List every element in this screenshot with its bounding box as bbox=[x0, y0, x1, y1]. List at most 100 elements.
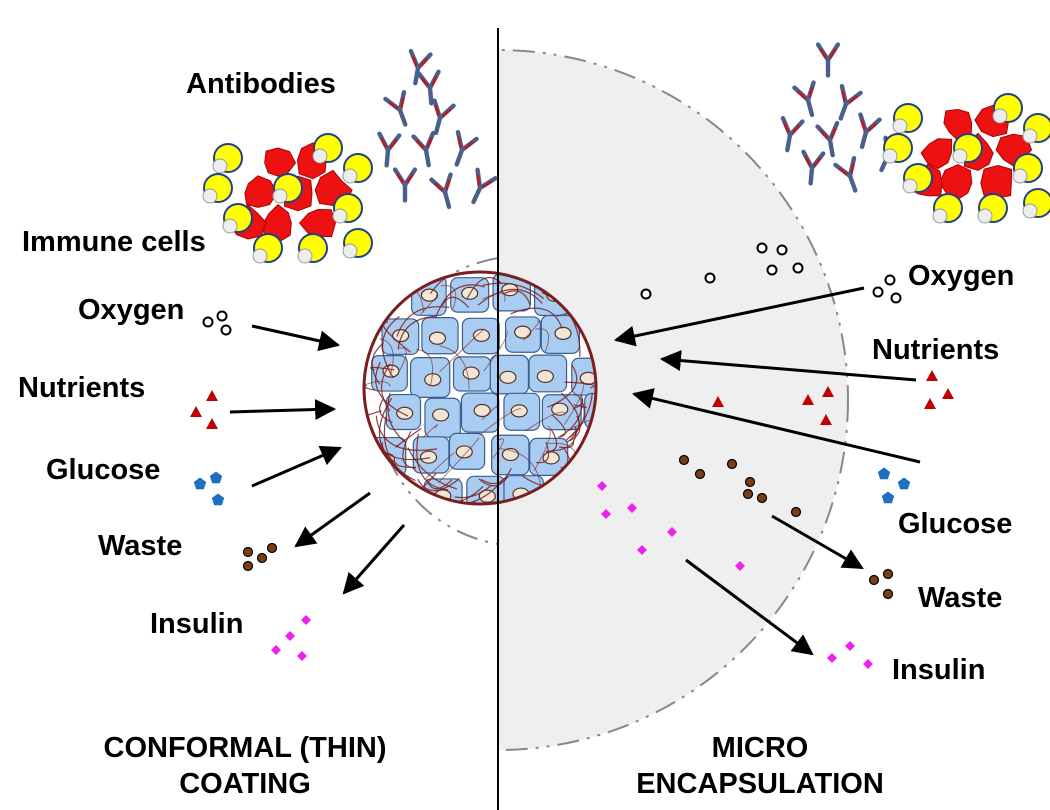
caption-left: CONFORMAL (THIN) COATING bbox=[40, 730, 450, 803]
nutrient-triangle-icon bbox=[802, 394, 814, 405]
antibody-icon bbox=[392, 167, 418, 203]
antibody-icon bbox=[408, 48, 433, 86]
insulin-diamond-icon bbox=[271, 645, 281, 655]
label-waste-left: Waste bbox=[98, 530, 183, 562]
oxygen-bubble-icon bbox=[884, 274, 896, 286]
nutrient-arrow-left bbox=[229, 399, 337, 421]
antibody-icon bbox=[858, 112, 882, 150]
glucose-pentagon-icon bbox=[209, 471, 223, 484]
insulin-diamond-icon bbox=[297, 651, 307, 661]
insulin-diamond-icon bbox=[597, 481, 607, 491]
oxygen-bubble-icon bbox=[640, 288, 652, 300]
label-insulin-left: Insulin bbox=[150, 608, 244, 640]
insulin-diamond-icon bbox=[601, 509, 611, 519]
insulin-diamond-icon bbox=[627, 503, 637, 513]
waste-dot-icon bbox=[790, 506, 802, 518]
oxygen-bubble-icon bbox=[872, 286, 884, 298]
label-antibodies: Antibodies bbox=[186, 68, 336, 100]
oxygen-bubble-icon bbox=[890, 292, 902, 304]
microcapsule bbox=[498, 49, 849, 751]
antibody-icon bbox=[432, 98, 456, 136]
label-oxygen-left: Oxygen bbox=[78, 294, 185, 326]
antibody-icon bbox=[801, 149, 826, 186]
oxygen-arrow-left bbox=[251, 324, 341, 352]
insulin-diamond-icon bbox=[845, 641, 855, 651]
oxygen-bubble-icon bbox=[766, 264, 778, 276]
insulin-arrow-left bbox=[342, 524, 406, 595]
nutrient-triangle-icon bbox=[206, 418, 218, 429]
antibody-icon bbox=[780, 115, 805, 153]
insulin-diamond-icon bbox=[271, 481, 873, 669]
caption-right: MICRO ENCAPSULATION bbox=[590, 730, 930, 803]
label-nutrients-left: Nutrients bbox=[18, 372, 146, 404]
antibody-icon bbox=[416, 69, 441, 106]
insulin-diamond-icon bbox=[637, 545, 647, 555]
nutrient-triangle-icon bbox=[190, 406, 202, 417]
antibody-icon bbox=[833, 155, 858, 193]
antibody-icon bbox=[838, 83, 863, 121]
antibody-icon bbox=[383, 89, 408, 127]
nutrient-triangle-icon bbox=[820, 414, 832, 425]
oxygen-arrow-right bbox=[613, 286, 865, 347]
glucose-arrow-left bbox=[251, 445, 342, 488]
oxygen-bubble-icon bbox=[776, 244, 788, 256]
oxygen-bubble-icon bbox=[202, 242, 902, 336]
waste-dot-icon bbox=[726, 458, 738, 470]
oxygen-bubble-icon bbox=[792, 262, 804, 274]
insulin-diamond-icon bbox=[301, 615, 311, 625]
antibody-icon bbox=[792, 80, 816, 118]
label-glucose-right: Glucose bbox=[898, 508, 1013, 540]
insulin-diamond-icon bbox=[827, 653, 837, 663]
antibody-icon bbox=[815, 42, 841, 78]
insulin-diamond-icon bbox=[735, 561, 745, 571]
oxygen-bubble-icon bbox=[704, 272, 716, 284]
immune-cell-icon bbox=[202, 133, 373, 264]
antibody-icon bbox=[377, 131, 402, 168]
glucose-pentagon-icon bbox=[897, 477, 911, 490]
nutrient-triangle-icon bbox=[924, 398, 936, 409]
label-immune-cells: Immune cells bbox=[22, 226, 206, 258]
insulin-diamond-icon bbox=[285, 631, 295, 641]
waste-dot-icon bbox=[242, 546, 254, 558]
nutrient-arrow-right bbox=[659, 350, 917, 382]
nutrient-triangle-icon bbox=[206, 390, 218, 401]
label-nutrients-right: Nutrients bbox=[872, 334, 1000, 366]
nutrient-triangle-icon bbox=[822, 386, 834, 397]
caption-right-line2: ENCAPSULATION bbox=[636, 768, 884, 801]
waste-dot-icon bbox=[694, 468, 706, 480]
waste-dot-icon bbox=[266, 542, 278, 554]
glucose-pentagon-icon bbox=[881, 491, 895, 504]
glucose-pentagon-icon bbox=[193, 477, 207, 490]
oxygen-bubble-icon bbox=[202, 316, 214, 328]
antibody-icon bbox=[377, 48, 498, 210]
oxygen-bubble-icon bbox=[216, 310, 228, 322]
label-glucose-left: Glucose bbox=[46, 454, 161, 486]
caption-left-line2: COATING bbox=[179, 768, 311, 801]
insulin-diamond-icon bbox=[667, 527, 677, 537]
waste-dot-icon bbox=[742, 488, 754, 500]
waste-dot-icon bbox=[744, 476, 756, 488]
antibody-icon bbox=[411, 130, 436, 168]
glucose-pentagon-icon bbox=[211, 493, 225, 506]
antibody-icon bbox=[815, 120, 840, 158]
insulin-diamond-icon bbox=[863, 659, 873, 669]
antibody-icon bbox=[454, 129, 479, 167]
waste-dot-icon bbox=[868, 574, 880, 586]
oxygen-bubble-icon bbox=[220, 324, 232, 336]
nutrient-triangle-icon bbox=[926, 370, 938, 381]
caption-left-line1: CONFORMAL (THIN) bbox=[103, 732, 387, 764]
insulin-arrow-right bbox=[685, 558, 814, 656]
label-oxygen-right: Oxygen bbox=[908, 260, 1015, 292]
waste-dot-icon bbox=[756, 492, 768, 504]
waste-dot-icon bbox=[882, 568, 894, 580]
immune-cell-icon bbox=[202, 133, 373, 264]
antibody-icon bbox=[780, 42, 906, 193]
waste-dot-icon bbox=[256, 552, 268, 564]
waste-dot-icon bbox=[242, 454, 894, 600]
waste-dot-icon bbox=[678, 454, 690, 466]
waste-dot-icon bbox=[882, 588, 894, 600]
glucose-pentagon-icon bbox=[877, 467, 891, 480]
waste-arrow-right bbox=[771, 514, 864, 570]
